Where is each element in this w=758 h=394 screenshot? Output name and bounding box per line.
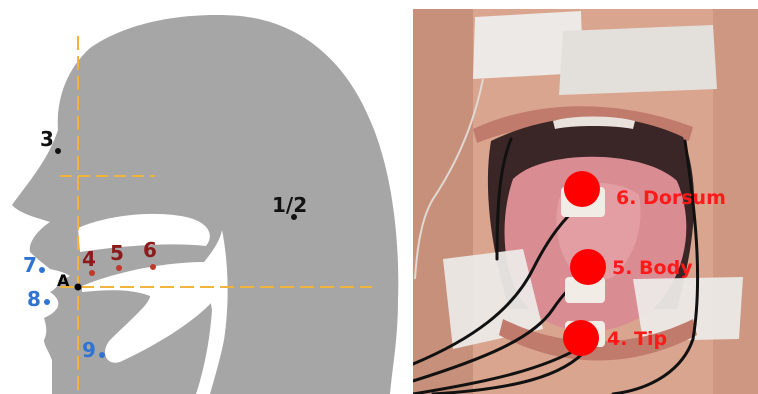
point-5-label: 5 (110, 241, 124, 265)
point-8-marker (44, 299, 50, 305)
point-6-label: 6 (143, 238, 157, 262)
sensor-6-label: 6. Dorsum (616, 187, 726, 209)
sensor-4-marker (563, 320, 599, 356)
midsagittal-head-diagram: A 1/2 3 4 5 6 7 8 9 (0, 0, 400, 394)
tongue-sensor-photo: 6. Dorsum 5. Body 4. Tip (413, 9, 758, 394)
sensor-4-label: 4. Tip (607, 328, 667, 350)
head-silhouette (12, 15, 398, 394)
sensor-6-marker (564, 171, 600, 207)
point-3-label: 3 (40, 127, 54, 151)
sensor-5-label: 5. Body (612, 257, 693, 279)
point-3-marker (55, 148, 61, 154)
sensor-5-marker (570, 249, 606, 285)
point-6-marker (150, 264, 156, 270)
point-5-marker (116, 265, 122, 271)
point-8-label: 8 (27, 287, 41, 311)
tape-top-right (559, 25, 717, 95)
reference-point-a (75, 284, 82, 291)
point-9-marker (99, 352, 105, 358)
reference-label-a: A (57, 271, 70, 290)
point-7-label: 7 (23, 253, 37, 277)
point-4-label: 4 (82, 247, 96, 271)
point-1-2-label: 1/2 (272, 193, 307, 217)
point-9-label: 9 (82, 338, 96, 362)
point-7-marker (39, 267, 45, 273)
